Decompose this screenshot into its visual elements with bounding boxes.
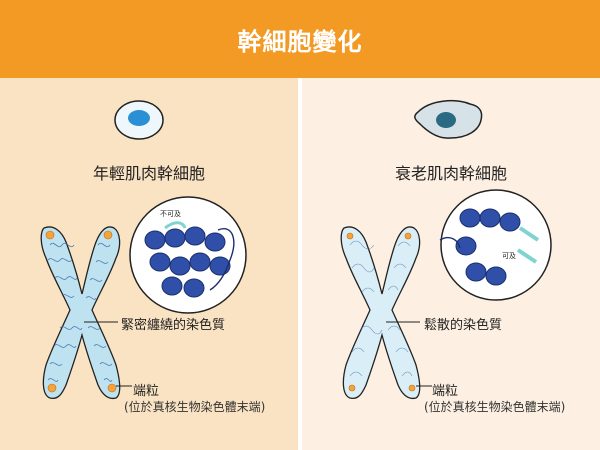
aged-telomere-note: (位於真核生物染色體末端) <box>424 398 565 415</box>
aged-chromatin-label: 鬆散的染色質 <box>424 314 502 333</box>
aged-zoom-note: 可及 <box>502 252 516 260</box>
aged-telomere-label: 端粒 <box>432 380 458 399</box>
